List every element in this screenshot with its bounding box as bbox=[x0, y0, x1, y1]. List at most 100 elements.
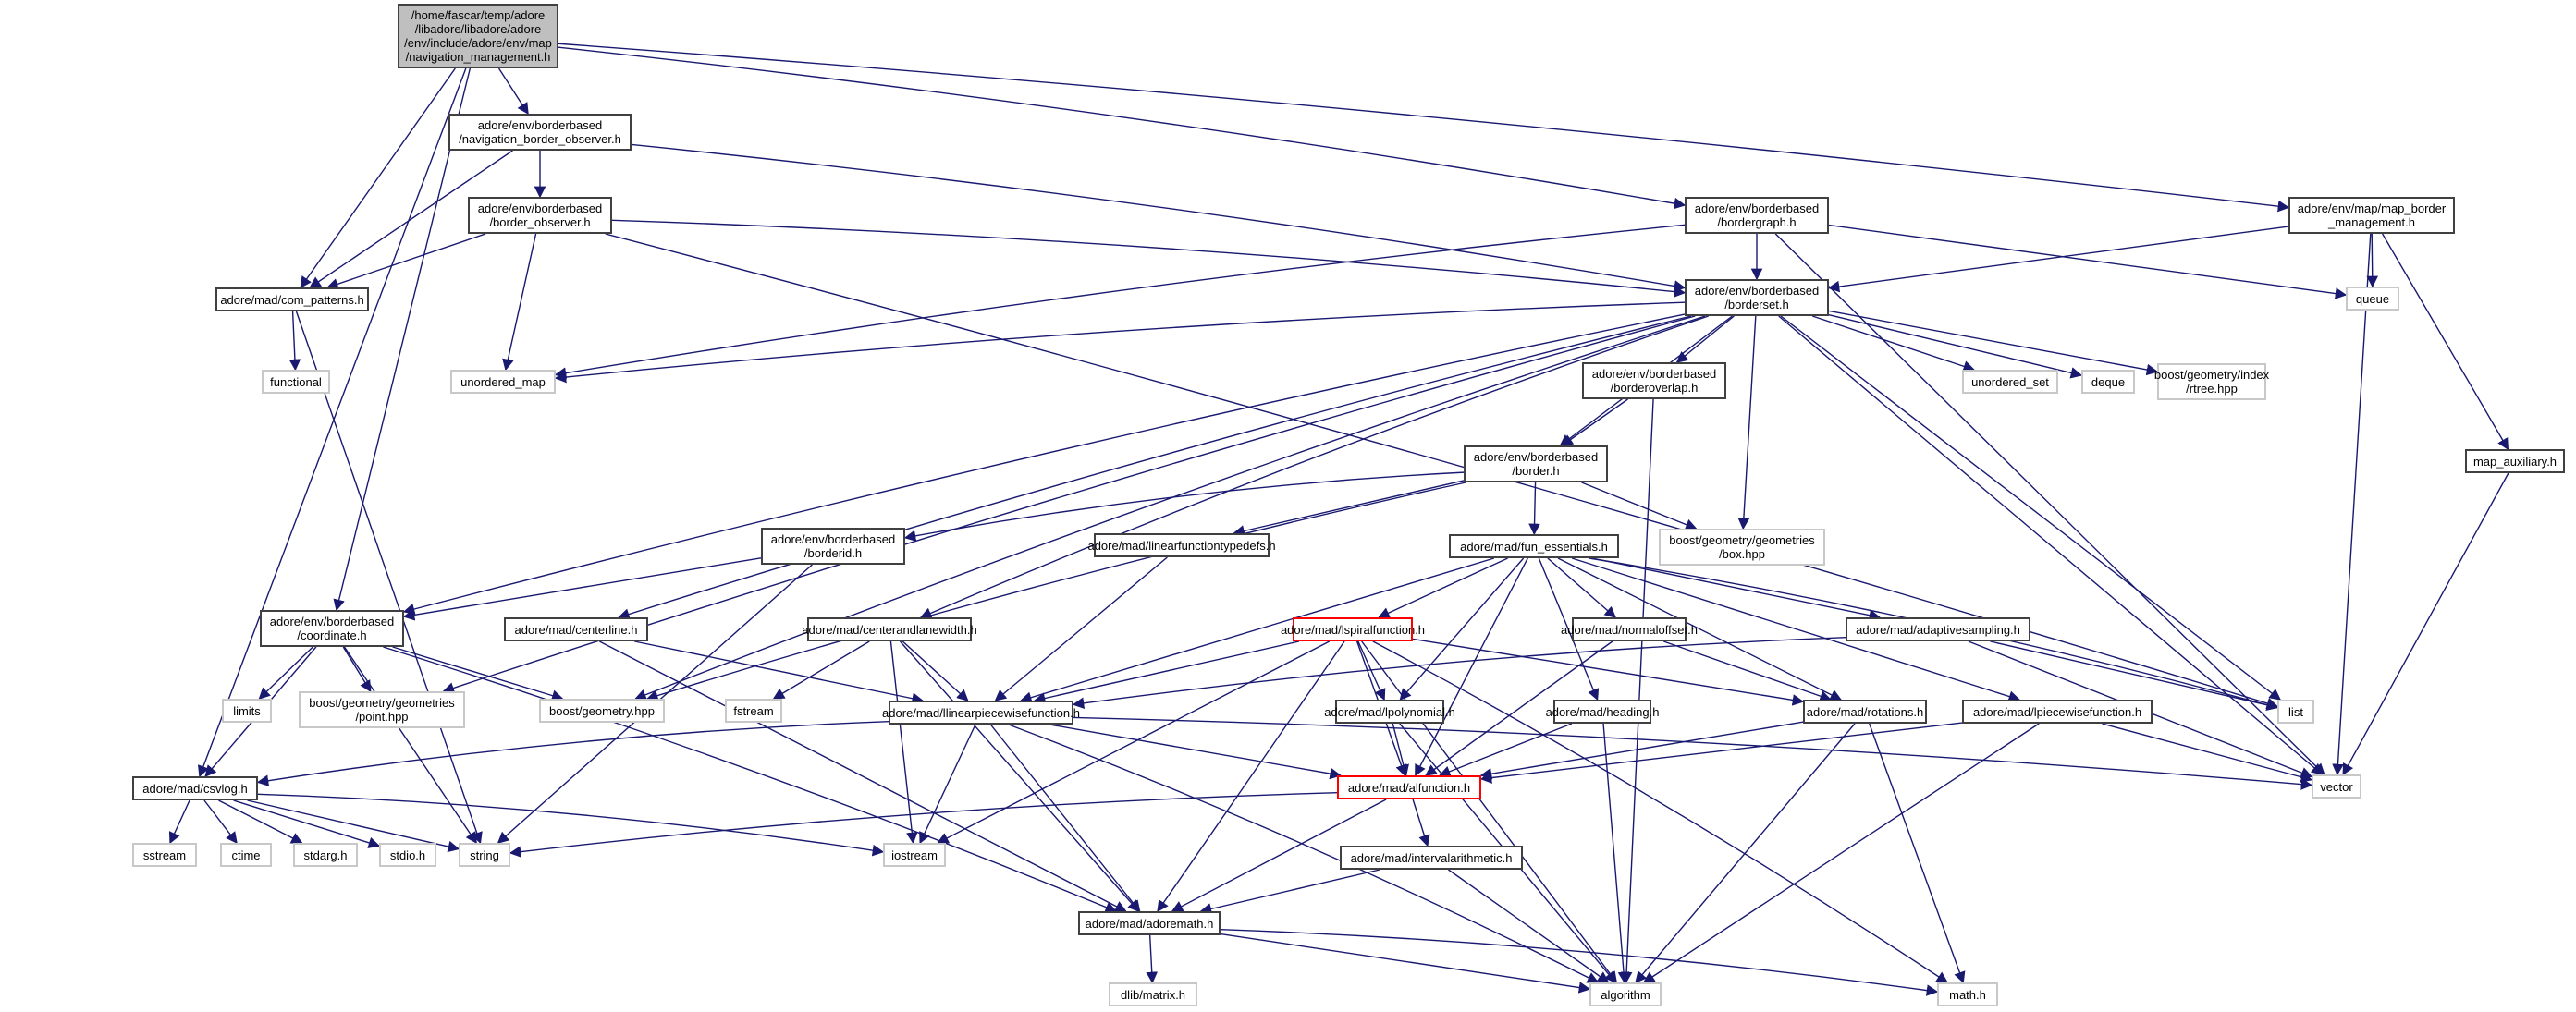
node-ctime[interactable]: ctime bbox=[220, 843, 272, 867]
edge-border-to-lftd bbox=[1233, 480, 1465, 537]
node-lpoly[interactable]: adore/mad/lpolynomial.h bbox=[1324, 700, 1455, 724]
node-mathh[interactable]: math.h bbox=[1937, 982, 1998, 1006]
node-umap[interactable]: unordered_map bbox=[450, 370, 556, 394]
edge-lpoly-to-alf bbox=[1392, 723, 1409, 777]
edge-bgraph-to-queue bbox=[1828, 224, 2348, 299]
node-interval[interactable]: adore/mad/intervalarithmetic.h bbox=[1340, 846, 1523, 870]
edge-nbo-to-comp bbox=[309, 150, 513, 288]
edge-interval-to-algorithm bbox=[1448, 869, 1610, 983]
edge-bset-to-list bbox=[1780, 315, 2282, 701]
edge-funess-to-alf bbox=[1415, 557, 1528, 777]
edge-llpf-to-algorithm bbox=[1008, 724, 1600, 983]
node-functional[interactable]: functional bbox=[262, 370, 330, 394]
node-bset[interactable]: adore/env/borderbased /borderset.h bbox=[1685, 279, 1829, 316]
node-string[interactable]: string bbox=[459, 843, 510, 867]
node-rot[interactable]: adore/mad/rotations.h bbox=[1803, 700, 1927, 724]
node-iostream[interactable]: iostream bbox=[883, 843, 946, 867]
edge-root-to-bgraph bbox=[558, 46, 1687, 210]
edge-adoremath-to-mathh bbox=[1220, 929, 1939, 996]
edge-normoff-to-alf bbox=[1425, 640, 1613, 776]
node-deque[interactable]: deque bbox=[2081, 370, 2135, 394]
edge-maux-to-vector bbox=[2342, 472, 2509, 776]
edge-borderid-to-coord bbox=[402, 557, 762, 621]
node-nbo[interactable]: adore/env/borderbased /navigation_border… bbox=[448, 114, 632, 151]
edge-bgraph-to-umap bbox=[554, 224, 1686, 379]
edge-coord-to-limits bbox=[258, 646, 313, 700]
edge-bset-to-rtree bbox=[1828, 310, 2159, 376]
edge-bset-to-coord bbox=[402, 313, 1686, 616]
node-border[interactable]: adore/env/borderbased /border.h bbox=[1464, 445, 1608, 482]
node-adapt[interactable]: adore/mad/adaptivesampling.h bbox=[1846, 617, 2030, 641]
node-lftd[interactable]: adore/mad/linearfunctiontypedefs.h bbox=[1087, 533, 1276, 557]
edge-lspiral-to-mathh bbox=[1372, 640, 1949, 983]
edge-csvlog-to-stdio bbox=[233, 799, 381, 848]
edge-llpf-to-vector bbox=[1073, 716, 2313, 790]
edge-adapt-to-list bbox=[1990, 640, 2279, 711]
node-boxhpp[interactable]: boost/geometry/geometries /box.hpp bbox=[1659, 529, 1825, 566]
edge-adoremath-to-dlib bbox=[1146, 934, 1159, 984]
node-llpf[interactable]: adore/mad/llinearpiecewisefunction.h bbox=[882, 701, 1080, 725]
edge-bgraph-to-vector bbox=[1774, 233, 2325, 775]
edge-bset-to-boxhpp bbox=[1737, 315, 1757, 530]
node-pointhpp[interactable]: boost/geometry/geometries /point.hpp bbox=[299, 691, 465, 728]
node-lspiral[interactable]: adore/mad/lspiralfunction.h bbox=[1281, 617, 1425, 641]
node-borderid[interactable]: adore/env/borderbased /borderid.h bbox=[761, 528, 905, 565]
node-calw[interactable]: adore/mad/centerandlanewidth.h bbox=[802, 617, 977, 641]
edge-adoremath-to-algorithm bbox=[1220, 933, 1591, 994]
node-lpf[interactable]: adore/mad/lpiecewisefunction.h bbox=[1962, 700, 2153, 724]
node-list[interactable]: list bbox=[2277, 700, 2314, 724]
edge-llpf-to-adoremath bbox=[989, 724, 1141, 912]
node-centerline[interactable]: adore/mad/centerline.h bbox=[504, 617, 648, 641]
edge-funess-to-rot bbox=[1557, 557, 1843, 701]
edge-layer bbox=[168, 43, 2509, 996]
edge-bset-to-vector bbox=[1778, 315, 2324, 775]
node-boverlap[interactable]: adore/env/borderbased /borderoverlap.h bbox=[1582, 362, 1726, 399]
node-sstream[interactable]: sstream bbox=[132, 843, 197, 867]
edge-lftd-to-llpf bbox=[994, 556, 1168, 701]
node-dlib[interactable]: dlib/matrix.h bbox=[1109, 982, 1197, 1006]
node-rtree[interactable]: boost/geometry/index /rtree.hpp bbox=[2154, 363, 2269, 400]
edge-funess-to-heading bbox=[1538, 557, 1600, 701]
node-algorithm[interactable]: algorithm bbox=[1589, 982, 1662, 1006]
node-bghpp[interactable]: boost/geometry.hpp bbox=[539, 699, 665, 723]
node-csvlog[interactable]: adore/mad/csvlog.h bbox=[132, 776, 258, 800]
node-adoremath[interactable]: adore/mad/adoremath.h bbox=[1078, 911, 1221, 935]
edge-funess-to-lpf bbox=[1571, 557, 2021, 702]
node-fstream[interactable]: fstream bbox=[725, 699, 782, 723]
node-vector[interactable]: vector bbox=[2312, 774, 2361, 799]
edge-centerline-to-llpf bbox=[634, 640, 924, 704]
node-maux[interactable]: map_auxiliary.h bbox=[2465, 449, 2565, 473]
node-stdarg[interactable]: stdarg.h bbox=[293, 843, 358, 867]
edge-boverlap-to-algorithm bbox=[1620, 398, 1654, 984]
edge-comp-to-functional bbox=[288, 311, 301, 372]
edge-calw-to-adoremath bbox=[899, 640, 1140, 912]
node-coord[interactable]: adore/env/borderbased /coordinate.h bbox=[260, 610, 404, 647]
node-normoff[interactable]: adore/mad/normaloffset.h bbox=[1561, 617, 1698, 641]
edge-bo-to-bset bbox=[611, 219, 1687, 298]
node-bo[interactable]: adore/env/borderbased /border_observer.h bbox=[468, 197, 612, 234]
node-bgraph[interactable]: adore/env/borderbased /bordergraph.h bbox=[1685, 197, 1829, 234]
edge-csvlog-to-sstream bbox=[168, 799, 190, 845]
edge-lpf-to-vector bbox=[2102, 723, 2313, 783]
node-uset[interactable]: unordered_set bbox=[1962, 370, 2058, 394]
node-alf[interactable]: adore/mad/alfunction.h bbox=[1337, 775, 1481, 799]
edge-border-to-funess bbox=[1528, 482, 1540, 536]
node-limits[interactable]: limits bbox=[222, 699, 272, 723]
node-funess[interactable]: adore/mad/fun_essentials.h bbox=[1449, 534, 1619, 558]
edge-bset-to-uset bbox=[1811, 315, 1976, 372]
node-stdio[interactable]: stdio.h bbox=[379, 843, 436, 867]
edge-llpf-to-iostream bbox=[919, 724, 976, 845]
edge-border-to-bghpp bbox=[645, 482, 1466, 701]
edge-rot-to-alf bbox=[1479, 721, 1804, 780]
edge-coord-to-string bbox=[343, 646, 477, 845]
edge-root-to-mbm bbox=[558, 43, 2290, 213]
edge-funess-to-llpf bbox=[1019, 557, 1495, 703]
edge-centerline-to-adoremath bbox=[599, 640, 1127, 912]
node-comp[interactable]: adore/mad/com_patterns.h bbox=[215, 287, 369, 311]
node-mbm[interactable]: adore/env/map/map_border _management.h bbox=[2288, 197, 2455, 234]
node-queue[interactable]: queue bbox=[2346, 287, 2399, 311]
node-heading[interactable]: adore/mad/heading.h bbox=[1546, 700, 1659, 724]
node-root[interactable]: /home/fascar/temp/adore /libadore/libado… bbox=[398, 4, 558, 68]
edge-alf-to-adoremath bbox=[1171, 799, 1387, 912]
edge-bset-to-centerline bbox=[618, 315, 1692, 620]
